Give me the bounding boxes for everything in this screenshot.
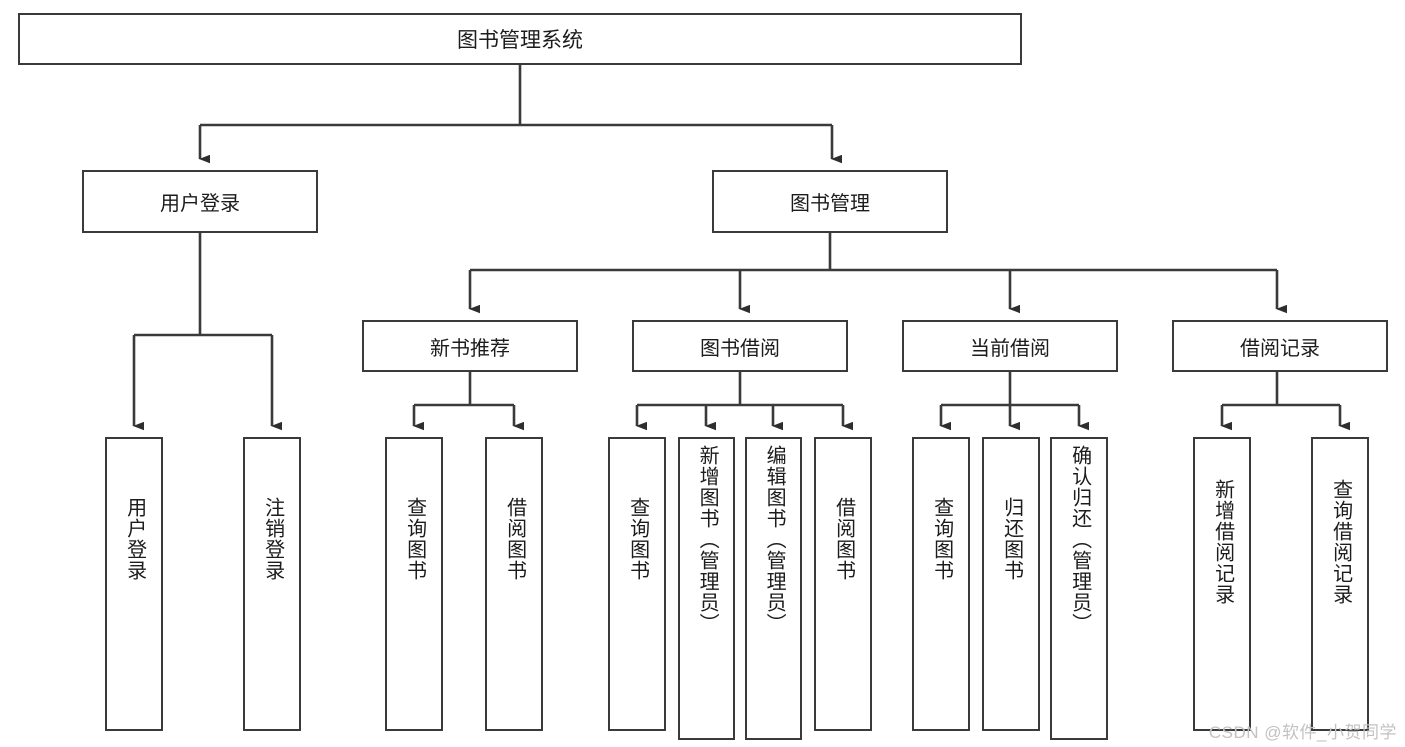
node-label: 图书管理系统 <box>457 29 583 52</box>
leaf-add-book-admin[interactable]: 新增图书（管理员） <box>678 437 735 740</box>
node-label: 用户登录 <box>123 497 146 581</box>
node-borrow-record[interactable]: 借阅记录 <box>1172 320 1388 372</box>
leaf-user-logout[interactable]: 注销登录 <box>243 437 301 731</box>
leaf-add-borrow-record[interactable]: 新增借阅记录 <box>1193 437 1251 731</box>
node-label: 查询图书 <box>403 497 426 581</box>
node-label: 查询图书 <box>930 497 953 581</box>
leaf-borrow-book[interactable]: 借阅图书 <box>814 437 872 731</box>
node-label: 查询图书 <box>626 497 649 581</box>
leaf-edit-book-admin[interactable]: 编辑图书（管理员） <box>745 437 802 740</box>
node-current-borrow[interactable]: 当前借阅 <box>902 320 1118 372</box>
node-book-borrow[interactable]: 图书借阅 <box>632 320 848 372</box>
node-label: 借阅图书 <box>832 497 855 581</box>
leaf-query-borrow-record[interactable]: 查询借阅记录 <box>1311 437 1369 731</box>
node-label: 新增图书（管理员） <box>696 445 719 634</box>
node-label: 借阅记录 <box>1240 337 1320 360</box>
leaf-query-book-recommend[interactable]: 查询图书 <box>385 437 443 731</box>
node-label: 用户登录 <box>160 193 240 215</box>
leaf-confirm-return-admin[interactable]: 确认归还（管理员） <box>1050 437 1108 740</box>
node-label: 当前借阅 <box>970 337 1050 360</box>
node-label: 新书推荐 <box>430 337 510 360</box>
node-root-book-management-system[interactable]: 图书管理系统 <box>18 13 1022 65</box>
node-label: 注销登录 <box>261 497 284 581</box>
csdn-watermark: CSDN @软件_小贺同学 <box>1208 723 1397 742</box>
node-label: 确认归还（管理员） <box>1068 445 1091 634</box>
node-new-book-recommend[interactable]: 新书推荐 <box>362 320 578 372</box>
node-label: 归还图书 <box>1000 497 1023 581</box>
node-book-management[interactable]: 图书管理 <box>712 170 948 233</box>
node-label: 查询借阅记录 <box>1329 479 1352 605</box>
leaf-query-book-borrow[interactable]: 查询图书 <box>608 437 666 731</box>
node-label: 图书管理 <box>790 193 870 215</box>
node-label: 新增借阅记录 <box>1211 479 1234 605</box>
leaf-return-book[interactable]: 归还图书 <box>982 437 1040 731</box>
leaf-user-login[interactable]: 用户登录 <box>105 437 163 731</box>
node-label: 借阅图书 <box>503 497 526 581</box>
node-label: 编辑图书（管理员） <box>763 445 786 634</box>
node-user-login[interactable]: 用户登录 <box>82 170 318 233</box>
leaf-borrow-book-recommend[interactable]: 借阅图书 <box>485 437 543 731</box>
leaf-query-book-current[interactable]: 查询图书 <box>912 437 970 731</box>
node-label: 图书借阅 <box>700 337 780 360</box>
